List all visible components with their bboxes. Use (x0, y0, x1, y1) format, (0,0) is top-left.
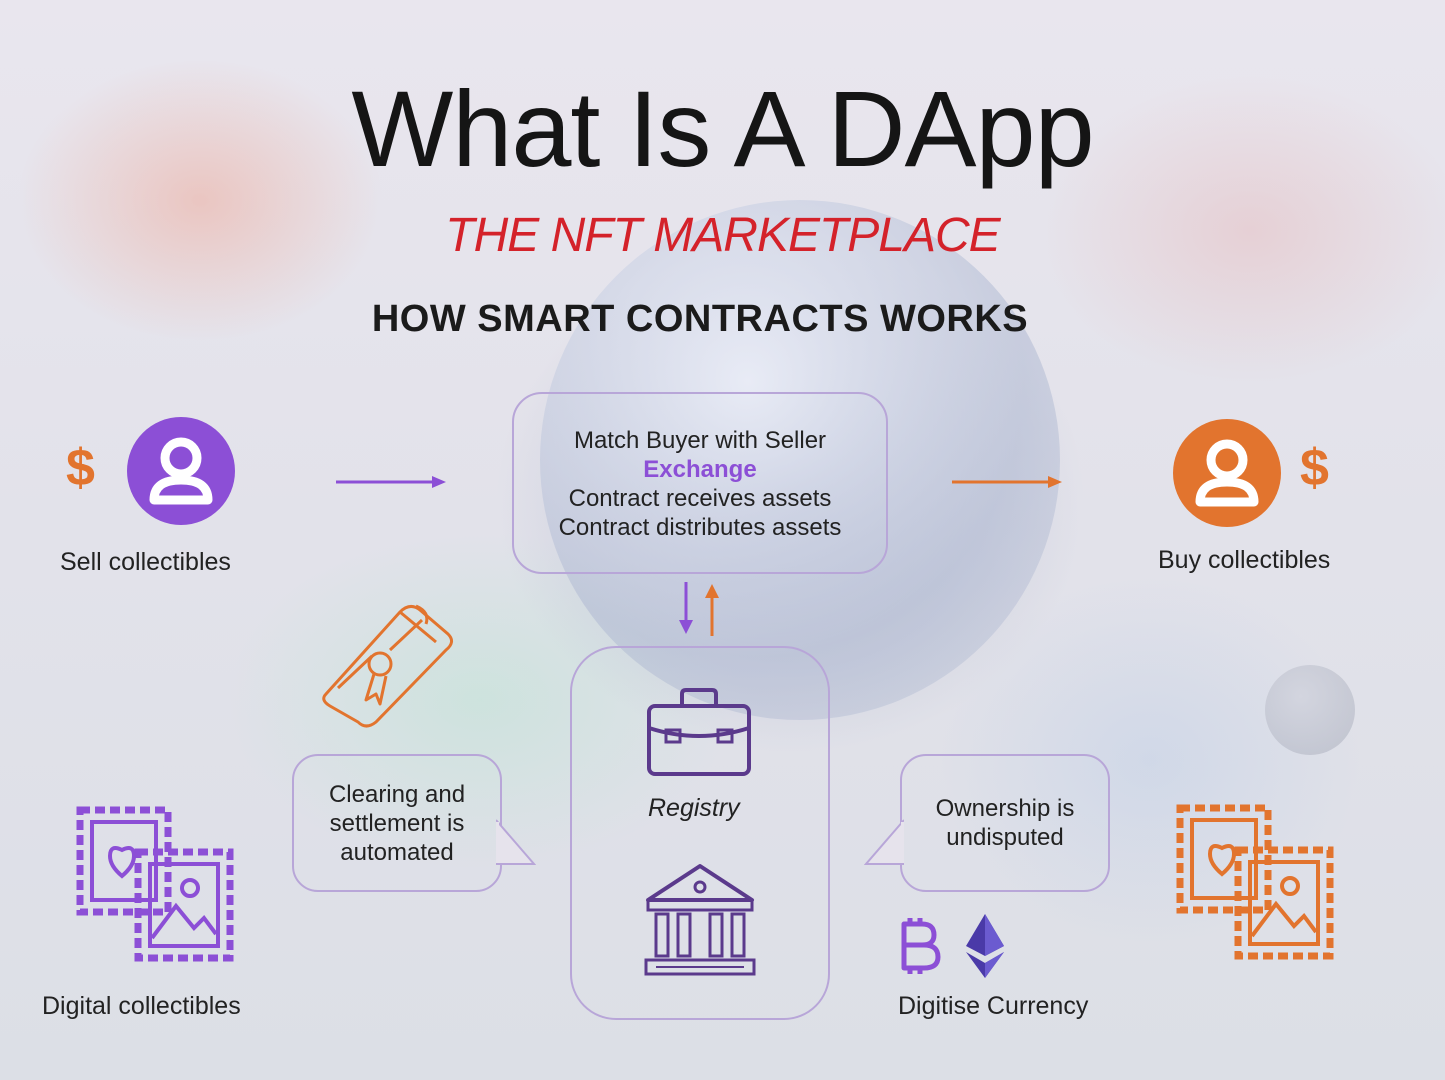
bank-icon (644, 864, 756, 976)
section-heading: HOW SMART CONTRACTS WORKS (371, 298, 1029, 340)
clearing-bubble: Clearing and settlement is automated (292, 754, 502, 892)
exchange-box: Match Buyer with Seller Exchange Contrac… (512, 392, 888, 574)
buyer-user-icon (1173, 419, 1281, 527)
exchange-line-receives: Contract receives assets (568, 485, 832, 512)
ethereum-icon (966, 914, 1004, 978)
clearing-line-2: settlement is (329, 810, 465, 837)
scroll-icon (322, 604, 453, 728)
seller-user-icon (127, 417, 235, 525)
clearing-line-1: Clearing and (328, 781, 466, 808)
bitcoin-icon (901, 918, 941, 974)
swap-arrows-icon (679, 582, 719, 636)
seller-dollar-icon: $ (66, 439, 95, 497)
registry-container (570, 646, 830, 1020)
exchange-highlight: Exchange (643, 456, 757, 483)
clearing-line-3: automated (340, 839, 454, 866)
buyer-dollar-icon: $ (1300, 439, 1329, 497)
buy-collectibles-label: Buy collectibles (1158, 546, 1331, 574)
bubble-tail (864, 819, 904, 865)
ownership-line-2: undisputed (946, 824, 1064, 851)
digital-collectibles-label: Digital collectibles (42, 992, 241, 1020)
digitise-currency-label: Digitise Currency (898, 992, 1089, 1020)
registry-label: Registry (648, 794, 740, 822)
bubble-tail (496, 819, 536, 865)
page-title: What Is A DApp (351, 68, 1094, 189)
stamp-icon (1176, 804, 1334, 960)
sell-collectibles-label: Sell collectibles (60, 548, 231, 576)
ownership-bubble: Ownership is undisputed (900, 754, 1110, 892)
exchange-line-match: Match Buyer with Seller (573, 427, 827, 454)
background-moon (1265, 665, 1355, 755)
page-subtitle: THE NFT MARKETPLACE (445, 209, 1000, 262)
background-planet (540, 200, 1060, 720)
ownership-line-1: Ownership is (935, 795, 1075, 822)
stamp-icon (76, 806, 234, 962)
arrow-right-icon (336, 476, 446, 488)
exchange-line-distributes: Contract distributes assets (558, 514, 842, 541)
briefcase-icon (647, 688, 751, 776)
arrow-right-icon (952, 476, 1062, 488)
